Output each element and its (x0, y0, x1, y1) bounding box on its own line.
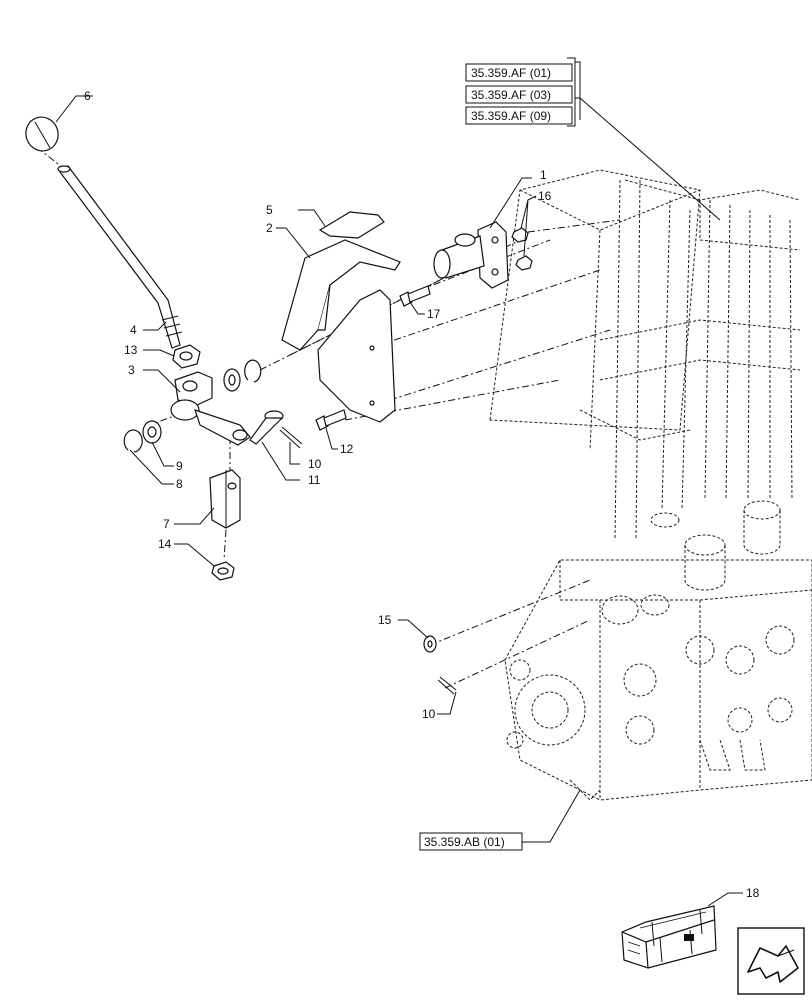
cover-part (318, 211, 385, 239)
ref-ab-01[interactable]: 35.359.AB (01) (419, 832, 523, 851)
small-nuts-part (511, 227, 533, 271)
callout-9: 9 (176, 459, 183, 473)
callout-10-upper: 10 (308, 457, 322, 471)
reference-group-af: 35.359.AF (01) 35.359.AF (03) 35.359.AF … (465, 57, 576, 127)
callout-13: 13 (124, 343, 138, 357)
callout-14: 14 (158, 537, 172, 551)
callout-4: 4 (130, 323, 137, 337)
svg-text:35.359.AF (01): 35.359.AF (01) (471, 66, 551, 80)
ref-af-01[interactable]: 35.359.AF (01) (465, 63, 573, 82)
callout-7: 7 (163, 517, 170, 531)
cotter-pin-upper (279, 426, 303, 449)
ref-af-03[interactable]: 35.359.AF (03) (465, 85, 573, 104)
callout-16: 16 (538, 189, 552, 203)
callout-3: 3 (128, 363, 135, 377)
knob-part (25, 116, 59, 152)
leader-lines (55, 61, 743, 907)
svg-text:35.359.AF (09): 35.359.AF (09) (471, 109, 551, 123)
callout-15: 15 (378, 613, 392, 627)
retaining-rings (223, 359, 262, 392)
control-valve-ghost (489, 169, 812, 801)
callout-10-lower: 10 (422, 707, 436, 721)
callout-11: 11 (308, 473, 321, 487)
callout-18: 18 (746, 886, 760, 900)
callout-2: 2 (266, 221, 273, 235)
lever-arm-part (170, 371, 251, 446)
bolt-12-part (315, 409, 347, 431)
crate-kit-icon (621, 905, 717, 969)
callout-6: 6 (84, 89, 91, 103)
nut-part (172, 344, 201, 369)
bracket-part (281, 239, 401, 423)
pin-part (249, 410, 284, 445)
cotter-pin-lower (437, 676, 457, 695)
ref-af-09[interactable]: 35.359.AF (09) (465, 106, 573, 125)
navigation-arrow-icon[interactable] (737, 927, 805, 995)
lever-rod-part (57, 165, 183, 349)
svg-text:35.359.AF (03): 35.359.AF (03) (471, 88, 551, 102)
callout-17: 17 (427, 307, 441, 321)
callout-12: 12 (340, 442, 354, 456)
shaft-bracket-part (433, 221, 509, 289)
callout-5: 5 (266, 203, 273, 217)
lock-nut-part (211, 561, 235, 581)
washer-part (142, 420, 162, 444)
clevis-part (209, 469, 241, 529)
callout-8: 8 (176, 477, 183, 491)
callout-1: 1 (540, 168, 547, 182)
circlip-part (123, 429, 143, 453)
svg-text:35.359.AB (01): 35.359.AB (01) (424, 835, 505, 849)
callout-numbers: 1 2 3 4 5 6 7 8 9 10 10 11 12 13 14 15 1… (84, 89, 760, 900)
washer-15-part (423, 635, 437, 653)
bolt-17-part (399, 285, 431, 307)
